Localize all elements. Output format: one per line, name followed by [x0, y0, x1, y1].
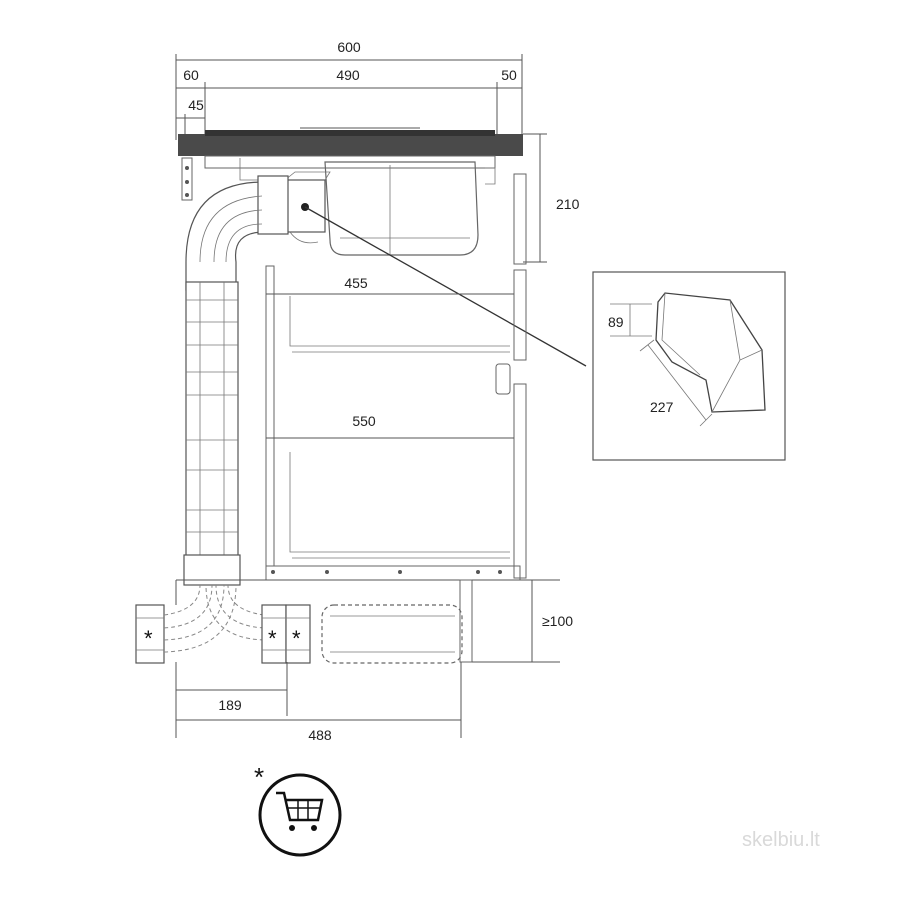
bottom-dimensions: 189 488	[175, 662, 462, 743]
accessory-marker-mid1: *	[268, 626, 277, 651]
plinth-duct: * * *	[135, 579, 530, 664]
dim-middle-width: 490	[336, 67, 360, 83]
shopping-cart-icon: *	[254, 762, 342, 857]
hob-depth-dimension: 210	[523, 133, 580, 263]
dim-inner-depth-lower: 550	[352, 413, 376, 429]
dim-plinth-height: ≥100	[542, 613, 573, 629]
cabinet: 455 550	[265, 173, 527, 581]
dim-duct-offset: 189	[218, 697, 242, 713]
detail-box: 89 227	[592, 271, 786, 461]
dim-duct-length: 488	[308, 727, 332, 743]
dim-total-width: 600	[337, 39, 361, 55]
dim-small-offset: 45	[188, 97, 204, 113]
dim-right-offset: 50	[501, 67, 517, 83]
watermark: skelbiu.lt	[742, 829, 820, 851]
accessory-star: *	[254, 762, 264, 792]
accessory-marker-left: *	[144, 626, 153, 651]
back-wall	[181, 157, 193, 201]
duct-system	[183, 175, 289, 586]
dim-hob-depth: 210	[556, 196, 580, 212]
detail-length: 227	[650, 399, 674, 415]
plinth-height-dimension: ≥100	[472, 579, 573, 663]
accessory-marker-mid2: *	[292, 626, 301, 651]
detail-leader-line	[304, 206, 587, 367]
duct-adapter-icon	[655, 292, 766, 413]
top-dimensions: 600 60 490 50 45	[175, 39, 523, 140]
dim-left-offset: 60	[183, 67, 199, 83]
dim-inner-depth-upper: 455	[344, 275, 368, 291]
worktop	[178, 127, 523, 156]
detail-height: 89	[608, 314, 624, 330]
